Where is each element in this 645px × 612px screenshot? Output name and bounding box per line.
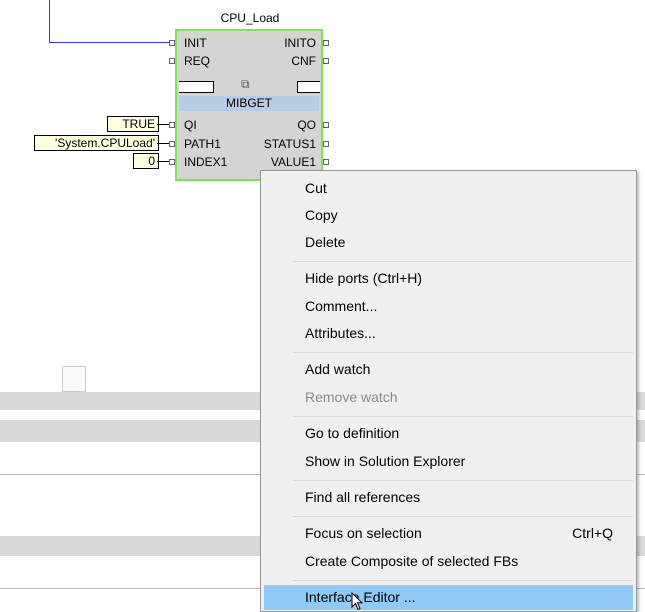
menu-separator [293, 516, 633, 517]
menu-item-show-in-solution-explorer[interactable]: Show in Solution Explorer [305, 453, 466, 469]
fb-event-divider-right [297, 81, 320, 93]
event-wire-horizontal[interactable] [49, 42, 173, 43]
fb-event-divider-left [179, 81, 214, 93]
pin-value1[interactable] [323, 159, 329, 165]
port-qo[interactable]: QO [297, 118, 316, 132]
pin-inito[interactable] [323, 40, 329, 46]
event-wire[interactable] [49, 0, 50, 42]
pin-req[interactable] [169, 58, 175, 64]
pin-qi[interactable] [169, 122, 175, 128]
constant-connector [157, 161, 169, 162]
port-value1[interactable]: VALUE1 [270, 155, 316, 169]
pin-path1[interactable] [169, 141, 175, 147]
mouse-pointer-icon [351, 592, 363, 611]
constant-connector [157, 143, 169, 144]
menu-separator [293, 352, 633, 353]
port-qi[interactable]: QI [184, 118, 197, 132]
menu-separator [293, 261, 633, 262]
pin-init[interactable] [169, 40, 175, 46]
constant-qi-value[interactable]: TRUE [107, 116, 159, 132]
pin-index1[interactable] [169, 159, 175, 165]
menu-item-attributes[interactable]: Attributes... [305, 325, 376, 341]
port-cnf[interactable]: CNF [291, 54, 316, 68]
menu-item-delete[interactable]: Delete [305, 234, 346, 250]
menu-item-go-to-definition[interactable]: Go to definition [305, 425, 400, 441]
menu-item-find-all-references[interactable]: Find all references [305, 489, 421, 505]
port-init[interactable]: INIT [184, 36, 207, 50]
port-path1[interactable]: PATH1 [184, 137, 221, 151]
fb-type-name: MIBGET [179, 96, 319, 111]
menu-item-add-watch[interactable]: Add watch [305, 361, 371, 377]
pin-cnf[interactable] [323, 58, 329, 64]
menu-item-create-composite[interactable]: Create Composite of selected FBs [305, 553, 519, 569]
pin-status1[interactable] [323, 141, 329, 147]
menu-item-remove-watch: Remove watch [305, 389, 398, 405]
menu-item-comment[interactable]: Comment... [305, 298, 378, 314]
port-inito[interactable]: INITO [284, 36, 316, 50]
menu-item-hide-ports[interactable]: Hide ports (Ctrl+H) [305, 270, 423, 286]
menu-item-cut[interactable]: Cut [305, 180, 327, 196]
menu-item-focus-on-selection[interactable]: Focus on selection Ctrl+Q [264, 521, 633, 546]
menu-item-copy[interactable]: Copy [305, 207, 338, 223]
menu-item-shortcut: Ctrl+Q [572, 525, 613, 541]
context-menu: Cut Copy Delete Hide ports (Ctrl+H) Comm… [260, 170, 637, 612]
fb-type-icon: ⧉ [241, 77, 250, 91]
function-block-cpu-load[interactable]: INIT REQ INITO CNF ⧉ MIBGET QI PATH1 IND… [175, 29, 323, 181]
resize-handle-icon[interactable] [62, 366, 86, 392]
port-index1[interactable]: INDEX1 [184, 155, 228, 169]
fb-instance-name[interactable]: CPU_Load [220, 11, 280, 25]
port-status1[interactable]: STATUS1 [263, 137, 316, 151]
menu-item-label: Focus on selection [305, 525, 422, 541]
menu-separator [293, 480, 633, 481]
constant-index1-value[interactable]: 0 [133, 153, 159, 169]
constant-path1-value[interactable]: 'System.CPULoad' [34, 135, 159, 151]
constant-connector [157, 124, 169, 125]
menu-separator [293, 580, 633, 581]
menu-separator [293, 416, 633, 417]
menu-item-interface-editor[interactable]: Interface Editor ... [264, 585, 633, 610]
port-req[interactable]: REQ [184, 54, 211, 68]
pin-qo[interactable] [323, 122, 329, 128]
